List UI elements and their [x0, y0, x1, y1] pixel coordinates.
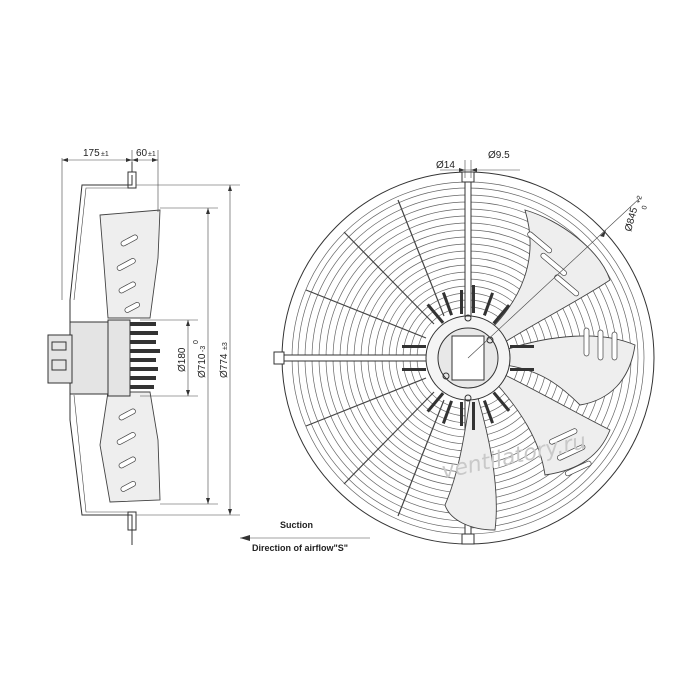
dim-motor-diameter: Ø180	[177, 347, 188, 372]
dim-guard-diameter: Ø774	[219, 353, 230, 378]
side-blade-slots	[116, 234, 140, 492]
dim-depth-total-tol: ±1	[101, 151, 109, 158]
dim-depth-mount-tol: ±1	[148, 151, 156, 158]
side-dimensions: 175 ±1 60 ±1 Ø180 Ø710 -3 0 Ø774 ±3	[61, 148, 240, 516]
front-dimensions: Ø14 Ø9.5 Ø845 +2 0	[436, 150, 649, 359]
dim-depth-mount: 60	[136, 148, 148, 159]
front-view	[273, 171, 655, 545]
side-motor-housing	[69, 321, 109, 395]
front-cooling-fins	[402, 285, 534, 430]
dim-blade-diameter: Ø710	[197, 353, 208, 378]
side-rotor	[107, 319, 131, 397]
dim-mount-circle-tol: +2	[635, 195, 644, 205]
side-blade-lower	[99, 391, 161, 503]
dim-mount-circle-diameter: Ø845	[623, 206, 640, 233]
dim-hole-diameter: Ø14	[436, 160, 455, 171]
dim-guard-diameter-tol: ±3	[222, 342, 229, 350]
watermark-text: ventilatory.ru	[439, 429, 588, 484]
airflow-annotation: Suction Direction of airflow"S"	[240, 520, 370, 553]
front-blade-slots	[527, 231, 618, 477]
side-view	[47, 162, 161, 545]
dim-bracket-width: Ø9.5	[488, 150, 510, 161]
side-guard-inner	[73, 187, 128, 513]
dim-mount-circle-tol-lower: 0	[641, 205, 649, 211]
airflow-direction-label: Direction of airflow"S"	[252, 543, 348, 553]
front-horizontal-bar	[277, 354, 429, 362]
dim-depth-total: 175	[83, 148, 100, 159]
suction-label: Suction	[280, 520, 313, 530]
dim-blade-diameter-tol: -3	[200, 346, 207, 352]
dim-blade-diameter-tol-upper: 0	[193, 340, 200, 344]
side-cooling-fins	[130, 322, 160, 389]
